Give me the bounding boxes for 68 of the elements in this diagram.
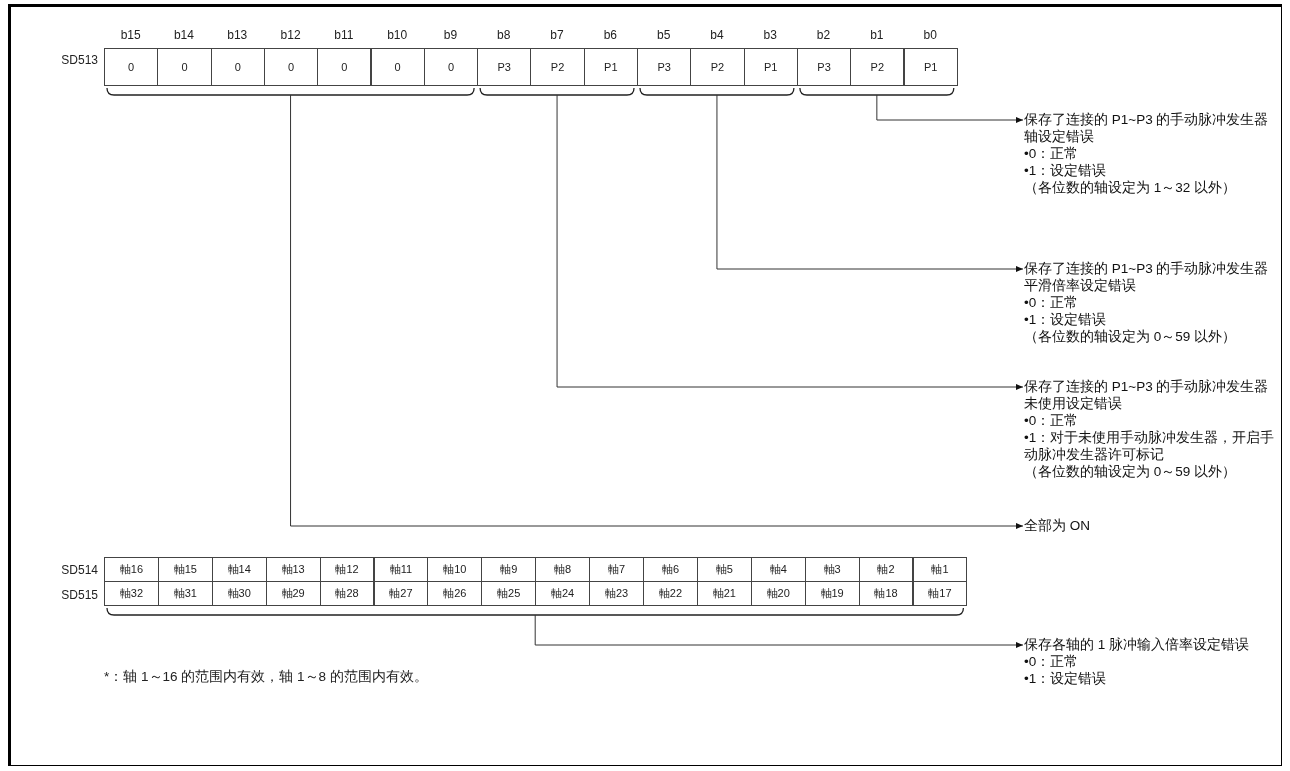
bit-number: b12 <box>280 28 301 42</box>
bit-number: b4 <box>710 28 724 42</box>
register-cell: 軸17 <box>912 581 968 606</box>
leader-line <box>290 94 1024 529</box>
description-text: 保存各轴的 1 脉冲输入倍率设定错误 <box>1024 636 1250 653</box>
note-text: •1：设定错误 <box>1024 162 1108 179</box>
bit-number: b1 <box>870 28 884 42</box>
bit-number: b6 <box>603 28 617 42</box>
register-cell: 0 <box>104 48 159 86</box>
register-cell: 0 <box>317 48 372 86</box>
register-cell: 軸16 <box>104 557 159 582</box>
note-text: •1：对于未使用手动脉冲发生器，开启手动脉冲发生器许可标记 <box>1024 429 1276 463</box>
register-name: SD515 <box>61 588 98 602</box>
note-text: •0：正常 <box>1024 412 1080 429</box>
note-text: •0：正常 <box>1024 653 1080 670</box>
register-cell: P3 <box>796 48 852 86</box>
register-cell: P2 <box>850 48 905 86</box>
curly-brace <box>799 87 955 96</box>
bit-number: b9 <box>443 28 458 42</box>
leader-line <box>716 94 1024 272</box>
register-cell: 軸32 <box>104 581 159 606</box>
bit-number: b15 <box>120 28 141 42</box>
note-text: •1：设定错误 <box>1024 311 1108 328</box>
bit-number: b3 <box>763 28 777 42</box>
leader-line <box>556 94 1024 390</box>
description-text: 全部为 ON <box>1024 517 1091 534</box>
note-text: •0：正常 <box>1024 145 1080 162</box>
register-name: SD514 <box>61 563 98 577</box>
bit-number: b13 <box>227 28 248 42</box>
note-text: （各位数的轴设定为 0～59 以外） <box>1024 463 1238 480</box>
register-cell: P3 <box>637 48 692 86</box>
register-cell: P2 <box>530 48 585 86</box>
description-text: 保存了连接的 P1~P3 的手动脉冲发生器轴设定错误 <box>1024 111 1270 145</box>
bit-number: b11 <box>334 28 354 42</box>
bit-number: b5 <box>656 28 671 42</box>
note-text: •1：设定错误 <box>1024 670 1108 687</box>
bit-number: b10 <box>387 28 408 42</box>
description-text: 保存了连接的 P1~P3 的手动脉冲发生器平滑倍率设定错误 <box>1024 260 1270 294</box>
register-name: SD513 <box>61 53 98 67</box>
register-cell: P1 <box>903 48 958 86</box>
register-cell: 0 <box>157 48 212 86</box>
register-cell: 軸18 <box>858 581 914 606</box>
register-cell: P3 <box>477 48 532 86</box>
bit-number: b8 <box>497 28 511 42</box>
bit-number: b14 <box>173 28 194 42</box>
register-cell: P2 <box>690 48 745 86</box>
leader-line <box>876 94 1024 123</box>
register-cell: 軸28 <box>319 581 375 606</box>
register-cell: P1 <box>583 48 638 86</box>
bit-number: b0 <box>923 28 937 42</box>
register-cell: 軸27 <box>373 581 429 606</box>
register-cell: 0 <box>370 48 425 86</box>
curly-brace <box>639 87 795 96</box>
note-text: （各位数的轴设定为 0～59 以外） <box>1024 328 1238 345</box>
leader-line <box>534 614 1024 648</box>
bit-number: b2 <box>816 28 831 42</box>
note-text: •0：正常 <box>1024 294 1080 311</box>
description-text: 保存了连接的 P1~P3 的手动脉冲发生器未使用设定错误 <box>1024 378 1270 412</box>
curly-brace <box>479 87 635 96</box>
register-cell: 0 <box>263 48 319 86</box>
bit-number: b7 <box>550 28 564 42</box>
register-cell: 0 <box>423 48 479 86</box>
footnote-text: *：轴 1～16 的范围内有效，轴 1～8 的范围内有效。 <box>104 668 429 686</box>
note-text: （各位数的轴设定为 1～32 以外） <box>1024 179 1238 196</box>
curly-brace <box>106 87 475 96</box>
curly-brace <box>106 607 965 616</box>
register-cell: 0 <box>210 48 265 86</box>
register-cell: P1 <box>743 48 798 86</box>
